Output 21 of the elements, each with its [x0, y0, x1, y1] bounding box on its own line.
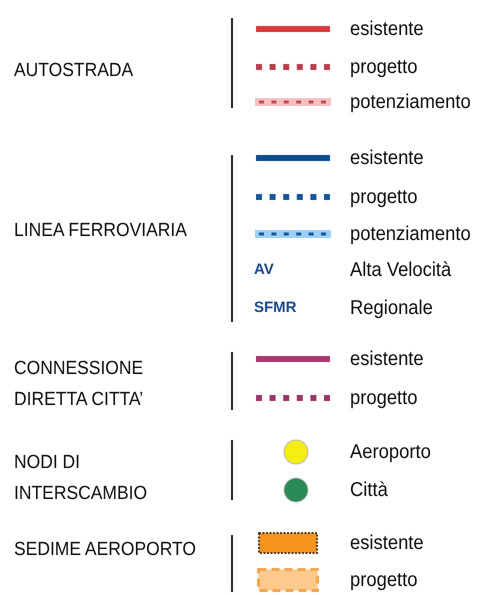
group-heading: CONNESSIONE DIRETTA CITTA’: [14, 357, 144, 412]
group-heading: SEDIME AEROPORTO: [14, 538, 197, 562]
group-heading: AUTOSTRADA: [14, 59, 134, 83]
legend-label: Città: [350, 479, 388, 501]
legend-label: progetto: [350, 56, 418, 78]
legend-label: potenziamento: [350, 91, 471, 113]
legend-label: Alta Velocità: [350, 259, 452, 281]
legend-label: progetto: [350, 387, 418, 409]
line-code: AV: [254, 261, 274, 279]
legend-label: Regionale: [350, 297, 433, 319]
line-code: SFMR: [254, 299, 296, 317]
legend-label: potenziamento: [350, 223, 471, 245]
legend-label: progetto: [350, 569, 418, 591]
legend-label: esistente: [350, 348, 424, 370]
group-heading: LINEA FERROVIARIA: [14, 219, 188, 243]
legend-label: progetto: [350, 186, 418, 208]
legend-label: esistente: [350, 532, 424, 554]
legend-label: Aeroporto: [350, 441, 431, 463]
legend-label: esistente: [350, 18, 424, 40]
legend-label: esistente: [350, 147, 424, 169]
group-heading: NODI DI INTERSCAMBIO: [14, 451, 148, 506]
